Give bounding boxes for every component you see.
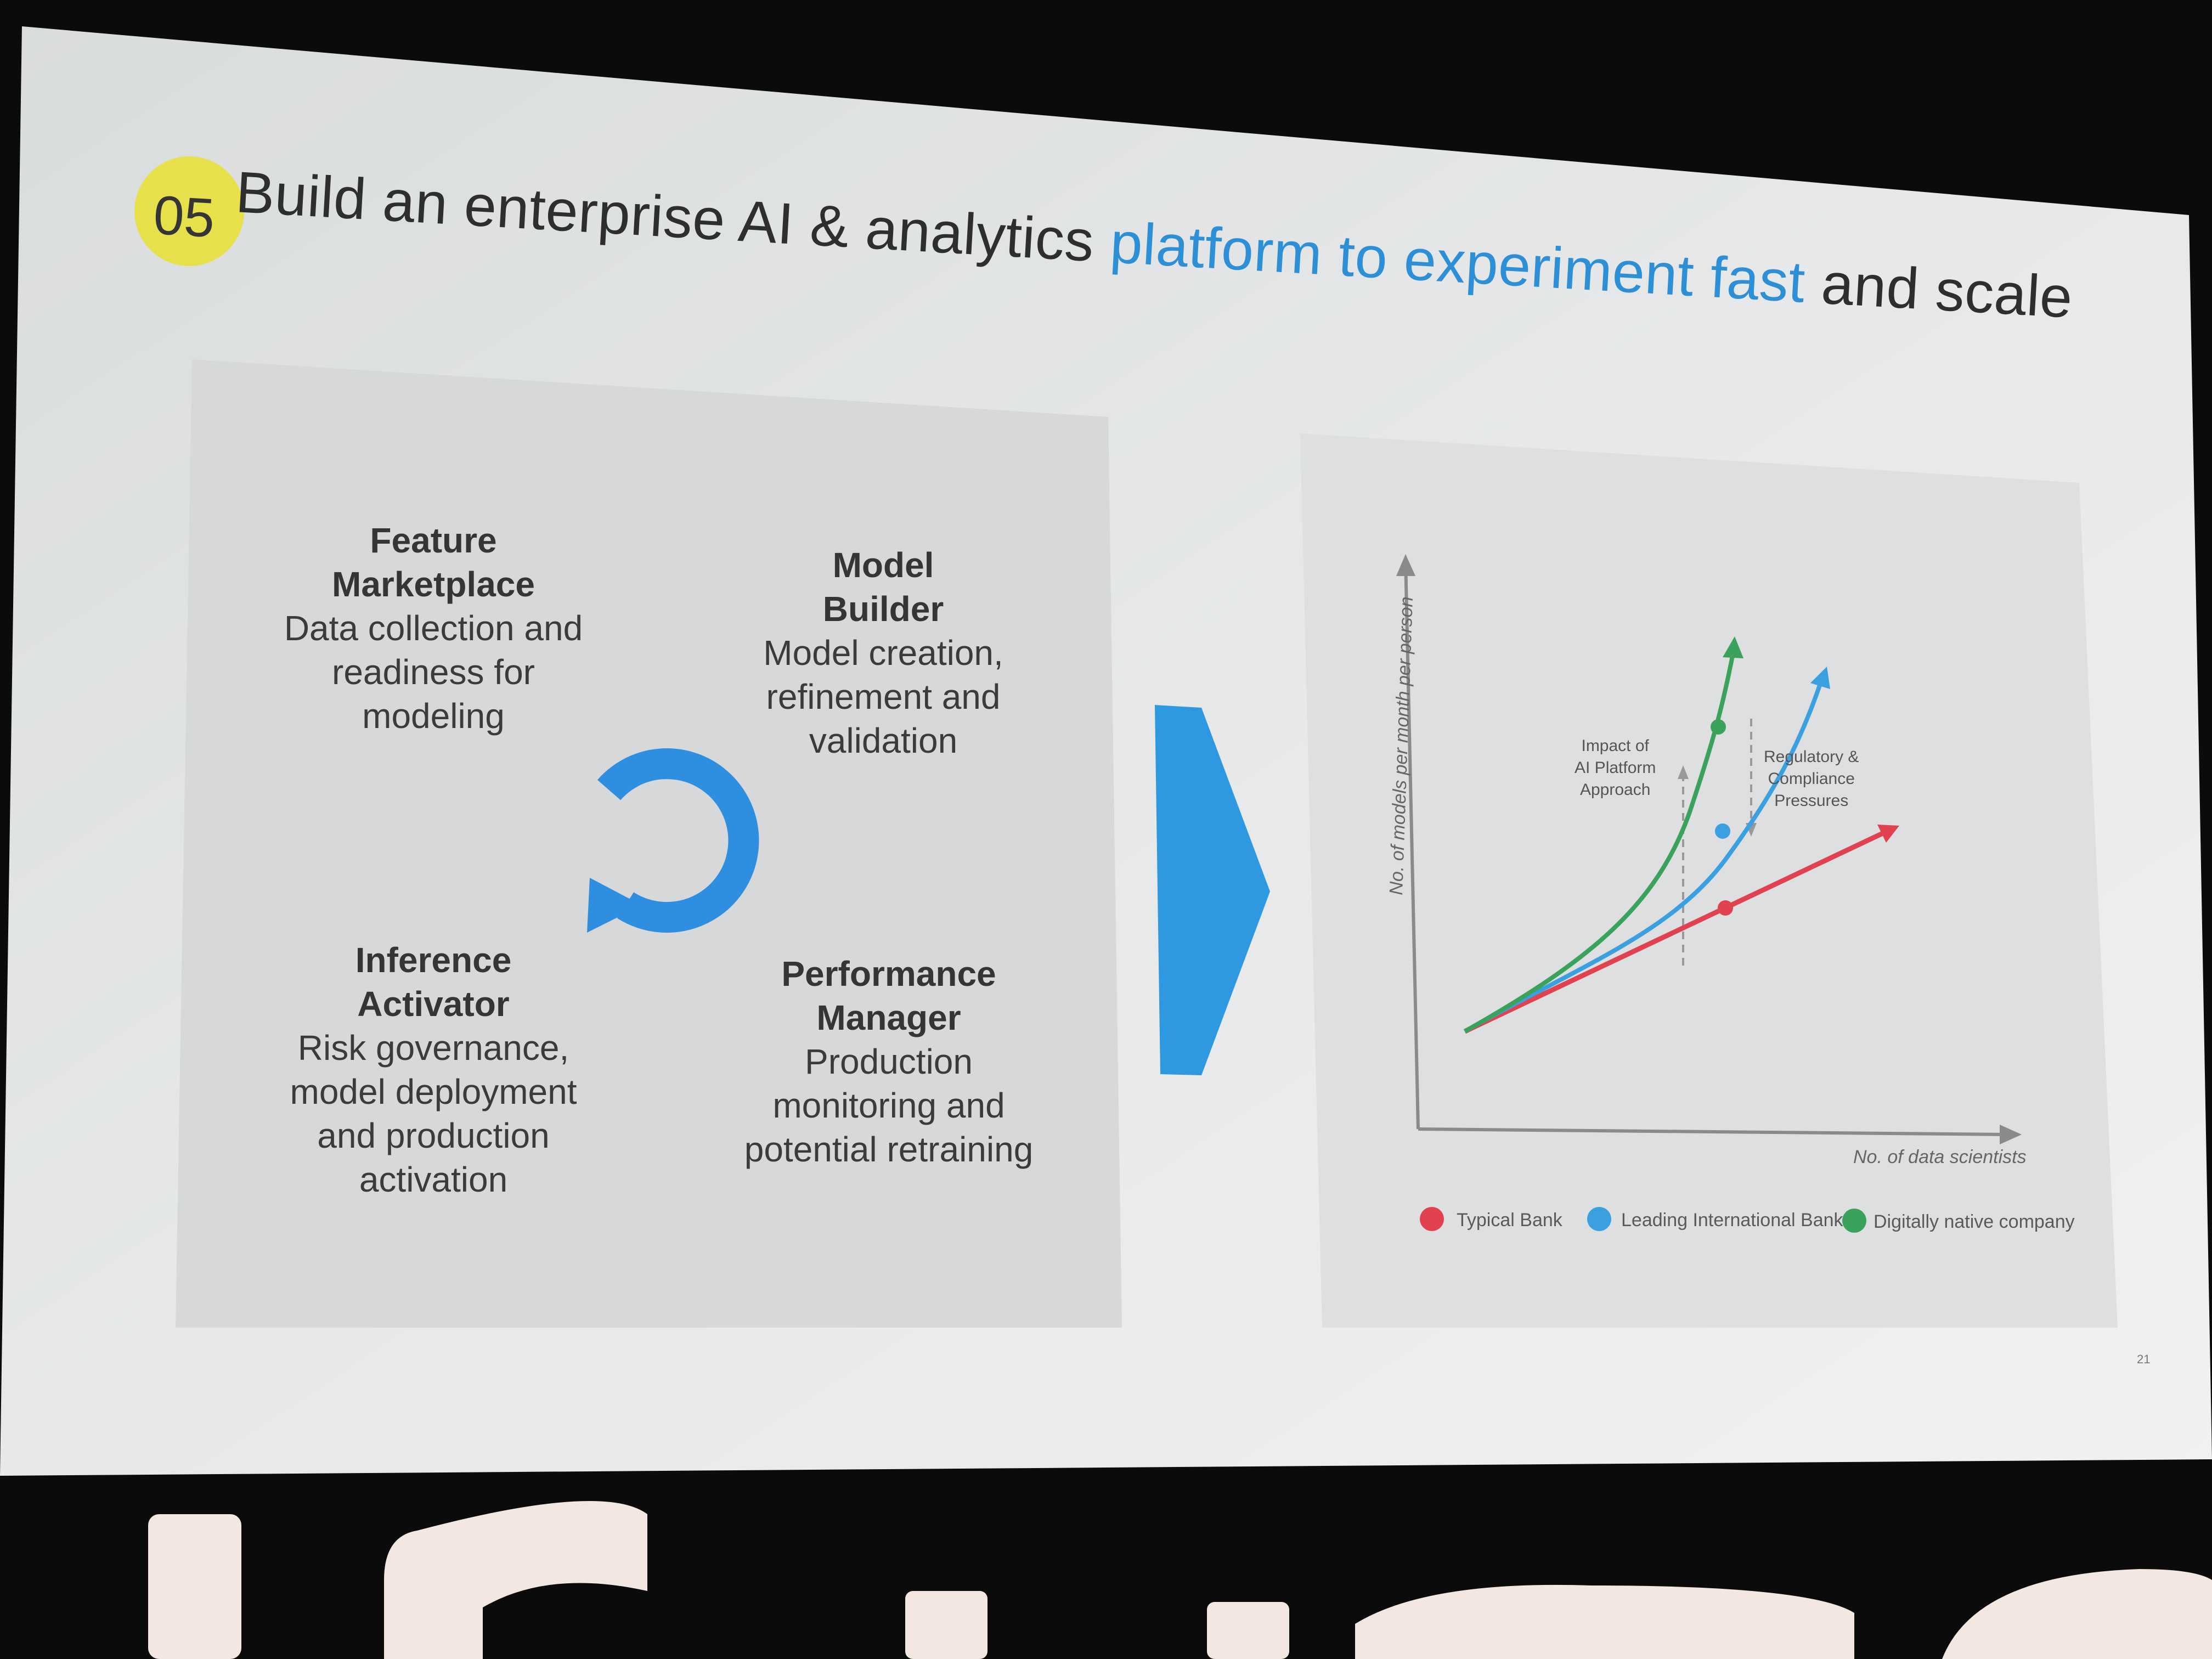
legend-dot-leading-bank xyxy=(1587,1207,1611,1231)
series-arrow-digitally-native xyxy=(1723,636,1743,658)
series-arrow-typical-bank xyxy=(1877,825,1899,843)
block-text: model deployment xyxy=(290,1072,577,1111)
series-point-typical-bank xyxy=(1718,900,1733,916)
block-text: refinement and xyxy=(766,677,1001,716)
cycle-block-model-builder: Model Builder Model creation, refinement… xyxy=(730,543,1037,763)
x-axis-label: No. of data scientists xyxy=(1853,1147,2027,1167)
block-heading: Builder xyxy=(822,589,944,629)
y-axis-arrow-icon xyxy=(1396,554,1415,576)
cycle-block-feature-marketplace: Feature Marketplace Data collection and … xyxy=(274,518,592,738)
annotation-ai-platform: Impact of AI Platform Approach xyxy=(1575,735,1656,801)
series-point-digitally-native xyxy=(1711,719,1726,735)
block-heading: Feature xyxy=(370,521,497,560)
series-line-digitally-native xyxy=(1464,650,1736,1034)
annotation-line: Impact of xyxy=(1581,737,1649,755)
series-line-leading-bank xyxy=(1464,679,1824,1034)
block-text: Model creation, xyxy=(763,633,1003,673)
block-heading: Marketplace xyxy=(332,565,535,604)
block-text: Risk governance, xyxy=(297,1028,569,1068)
refresh-cycle-icon xyxy=(587,748,759,933)
legend-label-typical-bank: Typical Bank xyxy=(1457,1210,1562,1231)
block-heading: Inference xyxy=(355,940,512,980)
block-heading: Activator xyxy=(357,984,510,1024)
block-text: modeling xyxy=(362,696,505,736)
block-text: Production xyxy=(805,1042,973,1081)
block-text: monitoring and xyxy=(772,1086,1005,1125)
block-heading: Performance xyxy=(781,954,996,994)
block-text: and production xyxy=(317,1116,550,1155)
x-axis xyxy=(1418,1127,2008,1136)
page-number: 21 xyxy=(2137,1352,2151,1366)
block-text: validation xyxy=(809,721,958,760)
block-text: readiness for xyxy=(332,652,535,692)
y-axis xyxy=(1404,559,1420,1130)
stage-sign-letter-c xyxy=(384,1501,647,1659)
annotation-line: Approach xyxy=(1579,781,1651,799)
annotation-line: Regulatory & xyxy=(1764,748,1859,766)
annotation-line: Compliance xyxy=(1768,770,1855,788)
legend-label-leading-bank: Leading International Bank xyxy=(1621,1210,1843,1231)
annotation-regulatory: Regulatory & Compliance Pressures xyxy=(1764,746,1859,812)
series-point-leading-bank xyxy=(1715,823,1730,839)
block-text: activation xyxy=(359,1160,508,1199)
x-axis-arrow-icon xyxy=(2000,1125,2022,1144)
block-text: Data collection and xyxy=(284,608,583,648)
block-heading: Model xyxy=(832,545,934,585)
legend-dot-typical-bank xyxy=(1420,1207,1444,1231)
block-heading: Manager xyxy=(816,998,961,1037)
stage-sign-letter-l xyxy=(148,1514,241,1659)
cycle-block-inference-activator: Inference Activator Risk governance, mod… xyxy=(269,938,598,1201)
chevron-right-arrow-icon xyxy=(1155,705,1270,1075)
cycle-block-performance-manager: Performance Manager Production monitorin… xyxy=(713,952,1064,1171)
series-line-typical-bank xyxy=(1464,828,1888,1034)
legend-dot-digitally-native xyxy=(1842,1209,1866,1233)
block-text: potential retraining xyxy=(744,1130,1034,1169)
legend-label-digitally-native: Digitally native company xyxy=(1874,1211,2075,1232)
annotation-line: AI Platform xyxy=(1575,759,1656,777)
series-arrow-leading-bank xyxy=(1810,667,1830,689)
annotation-line: Pressures xyxy=(1774,792,1849,810)
